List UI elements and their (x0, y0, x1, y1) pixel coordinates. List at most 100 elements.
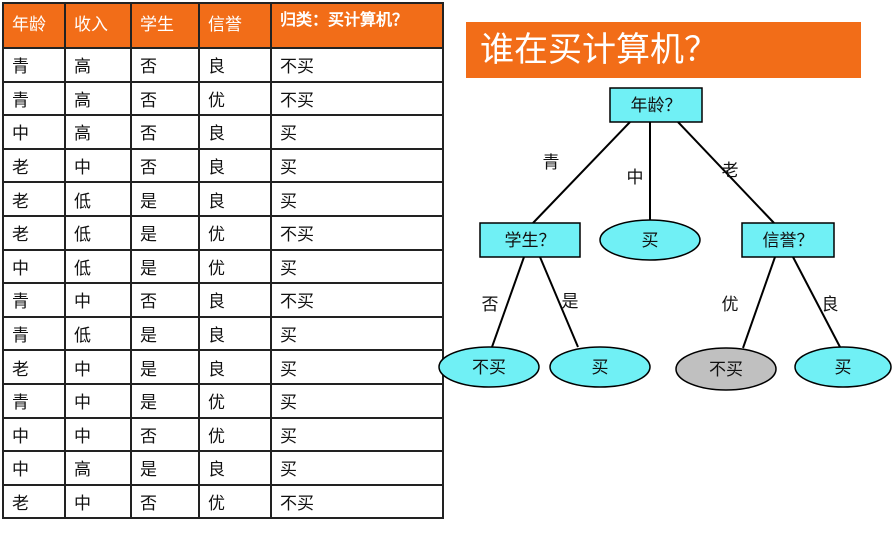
table-row: 青高否良不买 (2, 47, 444, 83)
edge-label-age-student: 青 (543, 153, 560, 173)
cell-age: 中 (2, 248, 66, 285)
cell-class: 不买 (270, 214, 444, 251)
cell-age: 老 (2, 181, 66, 217)
cell-credit: 优 (198, 80, 272, 117)
cell-age: 老 (2, 214, 66, 251)
cell-class: 买 (270, 349, 444, 385)
cell-income: 中 (64, 416, 132, 453)
cell-class: 买 (270, 114, 444, 150)
edge-label-credit-c_good: 优 (722, 295, 739, 315)
cell-student: 否 (130, 114, 200, 150)
cell-age: 老 (2, 349, 66, 385)
header-age: 年龄 (2, 2, 66, 49)
cell-age: 中 (2, 450, 66, 486)
cell-student: 是 (130, 248, 200, 285)
cell-student: 是 (130, 315, 200, 352)
cell-class: 买 (270, 181, 444, 217)
leaf-node-s_yes (549, 346, 651, 388)
node-label-age: 年龄？ (631, 96, 682, 116)
cell-credit: 良 (198, 349, 272, 385)
cell-class: 不买 (270, 80, 444, 117)
tree-edge-credit-c_fine (792, 256, 841, 348)
cell-class: 买 (270, 248, 444, 285)
header-credit: 信誉 (198, 2, 272, 49)
table-row: 青中否良不买 (2, 282, 444, 318)
cell-credit: 优 (198, 483, 272, 520)
table-body: 青高否良不买青高否优不买中高否良买老中否良买老低是良买老低是优不买中低是优买青中… (2, 47, 444, 520)
cell-income: 中 (64, 483, 132, 520)
cell-class: 买 (270, 416, 444, 453)
cell-age: 青 (2, 47, 66, 83)
training-data-table: 年龄 收入 学生 信誉 归类：买计算机？ 青高否良不买青高否优不买中高否良买老中… (2, 2, 444, 520)
cell-age: 老 (2, 483, 66, 520)
cell-income: 低 (64, 181, 132, 217)
table-row: 青中是优买 (2, 382, 444, 419)
cell-student: 否 (130, 47, 200, 83)
cell-age: 青 (2, 382, 66, 419)
cell-credit: 良 (198, 114, 272, 150)
node-label-credit: 信誉？ (763, 231, 814, 251)
cell-class: 不买 (270, 47, 444, 83)
tree-edge-student-s_no (491, 256, 525, 348)
edge-label-student-s_yes: 是 (562, 292, 579, 312)
cell-age: 老 (2, 147, 66, 184)
table-row: 中高是良买 (2, 450, 444, 486)
leaf-node-s_no (438, 346, 540, 388)
cell-income: 低 (64, 214, 132, 251)
cell-credit: 良 (198, 47, 272, 83)
cell-income: 中 (64, 382, 132, 419)
cell-student: 否 (130, 483, 200, 520)
table-header-row: 年龄 收入 学生 信誉 归类：买计算机？ (2, 2, 444, 49)
cell-income: 高 (64, 114, 132, 150)
cell-credit: 良 (198, 181, 272, 217)
cell-income: 低 (64, 248, 132, 285)
edge-label-credit-c_fine: 良 (822, 295, 839, 315)
cell-credit: 优 (198, 416, 272, 453)
cell-income: 中 (64, 147, 132, 184)
node-label-s_yes: 买 (592, 358, 609, 378)
cell-student: 否 (130, 80, 200, 117)
cell-student: 否 (130, 147, 200, 184)
header-class: 归类：买计算机？ (270, 2, 444, 49)
node-label-s_no: 不买 (472, 358, 506, 378)
cell-class: 买 (270, 315, 444, 352)
table-row: 青低是良买 (2, 315, 444, 352)
cell-class: 不买 (270, 483, 444, 520)
cell-age: 中 (2, 416, 66, 453)
cell-credit: 良 (198, 147, 272, 184)
node-label-c_good: 不买 (709, 360, 743, 380)
cell-class: 买 (270, 450, 444, 486)
cell-credit: 良 (198, 282, 272, 318)
cell-credit: 良 (198, 450, 272, 486)
node-label-c_fine: 买 (835, 358, 852, 378)
cell-class: 不买 (270, 282, 444, 318)
edge-label-student-s_no: 否 (482, 295, 499, 315)
cell-credit: 优 (198, 248, 272, 285)
tree-edge-age-student (532, 121, 631, 224)
cell-student: 是 (130, 181, 200, 217)
edge-label-age-middle_leaf: 中 (627, 168, 644, 188)
cell-class: 买 (270, 147, 444, 184)
cell-income: 中 (64, 349, 132, 385)
table-row: 中中否优买 (2, 416, 444, 453)
tree-edge-credit-c_good (742, 256, 776, 349)
cell-age: 青 (2, 315, 66, 352)
table-row: 中低是优买 (2, 248, 444, 285)
node-label-student: 学生？ (505, 231, 556, 251)
cell-income: 高 (64, 450, 132, 486)
table-row: 青高否优不买 (2, 80, 444, 117)
training-data-table-wrapper: 年龄 收入 学生 信誉 归类：买计算机？ 青高否良不买青高否优不买中高否良买老中… (2, 2, 444, 533)
cell-student: 否 (130, 416, 200, 453)
cell-student: 是 (130, 450, 200, 486)
tree-edge-student-s_yes (539, 256, 579, 348)
cell-income: 中 (64, 282, 132, 318)
cell-class: 买 (270, 382, 444, 419)
cell-income: 高 (64, 47, 132, 83)
cell-age: 中 (2, 114, 66, 150)
cell-income: 高 (64, 80, 132, 117)
header-income: 收入 (64, 2, 132, 49)
cell-age: 青 (2, 80, 66, 117)
table-row: 老低是良买 (2, 181, 444, 217)
header-student: 学生 (130, 2, 200, 49)
cell-student: 是 (130, 349, 200, 385)
